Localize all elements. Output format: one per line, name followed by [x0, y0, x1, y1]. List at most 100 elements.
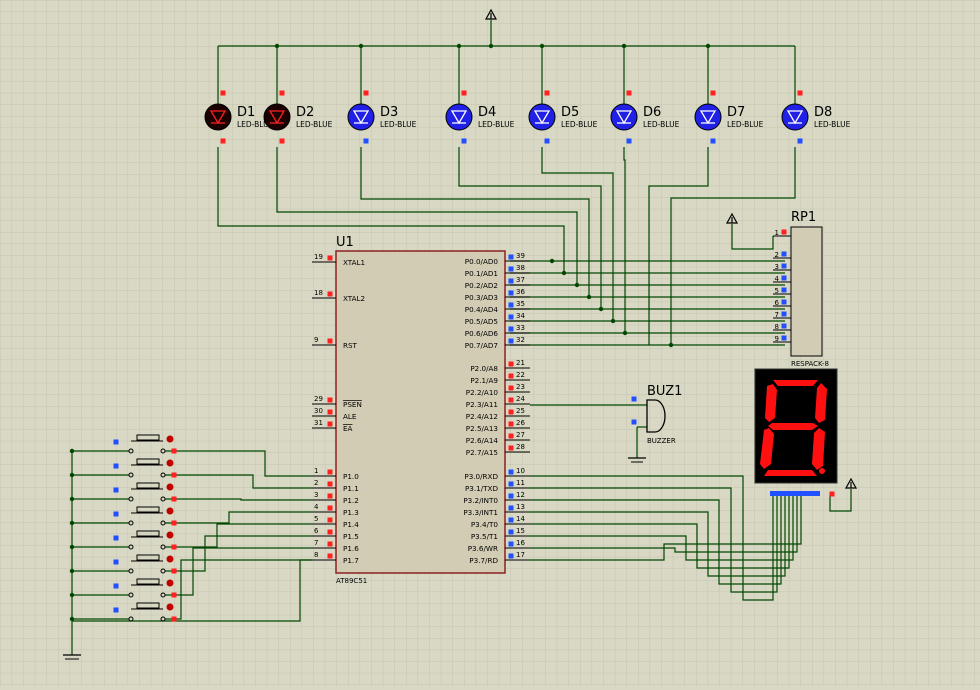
respack-pin-marker [781, 263, 787, 269]
junction-dot [69, 568, 75, 574]
respack-pin-number: 5 [775, 287, 779, 295]
push-button-switch[interactable] [128, 506, 174, 526]
switch-p1-wire [165, 535, 312, 572]
switch-last-wire [72, 559, 312, 622]
mcu-right-pin-marker [508, 373, 514, 379]
switch-state-icon [166, 459, 174, 467]
led-d6[interactable] [610, 103, 638, 131]
respack-pin-number: 4 [775, 275, 780, 283]
led-ref-label: D6 [643, 105, 661, 120]
junction-dot [69, 616, 75, 622]
switch-cap-icon [136, 554, 160, 561]
mcu-left-pin-marker [327, 529, 333, 535]
push-button-switch[interactable] [128, 458, 174, 478]
respack-pin-marker [781, 323, 787, 329]
switch-pin [171, 568, 177, 574]
mcu-right-pin-number: 38 [516, 264, 525, 272]
junction-dot [456, 43, 462, 49]
push-button-switch[interactable] [128, 578, 174, 598]
junction-dot [69, 448, 75, 454]
led-d7[interactable] [694, 103, 722, 131]
push-button-switch[interactable] [128, 602, 174, 622]
switch-terminal [160, 568, 166, 574]
switch-pin [113, 583, 119, 589]
respack-pin-marker [781, 299, 787, 305]
mcu-left-pin-marker [327, 505, 333, 511]
led-type-label: LED-BLUE [561, 120, 598, 129]
segment-e [760, 428, 774, 469]
mcu-left-pin-name: P1.6 [343, 544, 359, 553]
led-cathode-wire [360, 147, 590, 297]
mcu-body [335, 250, 506, 574]
resistor-pack-rp1[interactable] [790, 226, 823, 357]
mcu-right-pin-marker [508, 338, 514, 344]
mcu-right-pin-number: 11 [516, 479, 525, 487]
led-d8[interactable] [781, 103, 809, 131]
led-d4[interactable] [445, 103, 473, 131]
mcu-left-pin-number: 6 [314, 527, 319, 535]
mcu-right-pin-number: 37 [516, 276, 525, 284]
respack-pin-marker [781, 275, 787, 281]
mcu-right-pin-marker [508, 290, 514, 296]
mcu-left-pin-number: 30 [314, 407, 323, 415]
led-d3[interactable] [347, 103, 375, 131]
push-button-switch[interactable] [128, 530, 174, 550]
push-button-switch[interactable] [128, 434, 174, 454]
respack-pin-number: 1 [775, 229, 779, 237]
mcu-right-pin-number: 34 [516, 312, 525, 320]
junction-dot [69, 592, 75, 598]
switch-terminal [160, 496, 166, 502]
mcu-left-pin-name: P1.4 [343, 520, 359, 529]
switch-state-icon [166, 579, 174, 587]
push-button-switch[interactable] [128, 482, 174, 502]
switch-pin [171, 448, 177, 454]
switch-pin [113, 535, 119, 541]
mcu-left-pin-number: 19 [314, 253, 323, 261]
junction-dot [586, 294, 592, 300]
switch-terminal [128, 568, 134, 574]
junction-dot [69, 520, 75, 526]
mcu-right-pin-marker [508, 397, 514, 403]
switch-terminal [160, 520, 166, 526]
junction-dot [488, 43, 494, 49]
buzzer-buz1[interactable] [646, 399, 666, 433]
mcu-right-pin-name: P3.4/T0 [471, 520, 499, 529]
mcu-right-pin-marker [508, 266, 514, 272]
mcu-u1[interactable] [335, 250, 506, 574]
led-cathode-pin [797, 138, 803, 144]
led-anode-pin [797, 90, 803, 96]
seven-segment-display[interactable] [754, 368, 838, 496]
switch-pin [113, 607, 119, 613]
led-cathode-wire [541, 147, 614, 321]
led-ref-label: D1 [237, 105, 255, 120]
mcu-right-pin-name: P3.5/T1 [471, 532, 498, 541]
junction-dot [668, 342, 674, 348]
led-ref-label: D2 [296, 105, 314, 120]
switch-pin [171, 544, 177, 550]
mcu-left-pin-marker [327, 481, 333, 487]
led-body-icon [781, 103, 809, 131]
led-anode-pin [279, 90, 285, 96]
junction-dot [69, 472, 75, 478]
led-d2[interactable] [263, 103, 291, 131]
mcu-right-pin-name: P3.2/INT0 [463, 496, 498, 505]
respack-common-wire [731, 224, 774, 250]
led-d5[interactable] [528, 103, 556, 131]
p3-display-wire [530, 496, 786, 577]
respack-pin-marker [781, 251, 787, 257]
mcu-right-pin-marker [508, 553, 514, 559]
p3-display-wire [530, 496, 794, 561]
mcu-right-pin-number: 22 [516, 371, 525, 379]
push-button-switch[interactable] [128, 554, 174, 574]
switch-state-icon [166, 483, 174, 491]
led-d1[interactable] [204, 103, 232, 131]
led-diode-icon [268, 110, 286, 125]
led-anode-pin [626, 90, 632, 96]
led-cathode-pin [363, 138, 369, 144]
led-anode-pin [461, 90, 467, 96]
mcu-right-pin-name: P0.4/AD4 [465, 305, 499, 314]
mcu-left-pin-name: P1.5 [343, 532, 359, 541]
switch-pin [171, 496, 177, 502]
wires-layer [69, 20, 852, 655]
